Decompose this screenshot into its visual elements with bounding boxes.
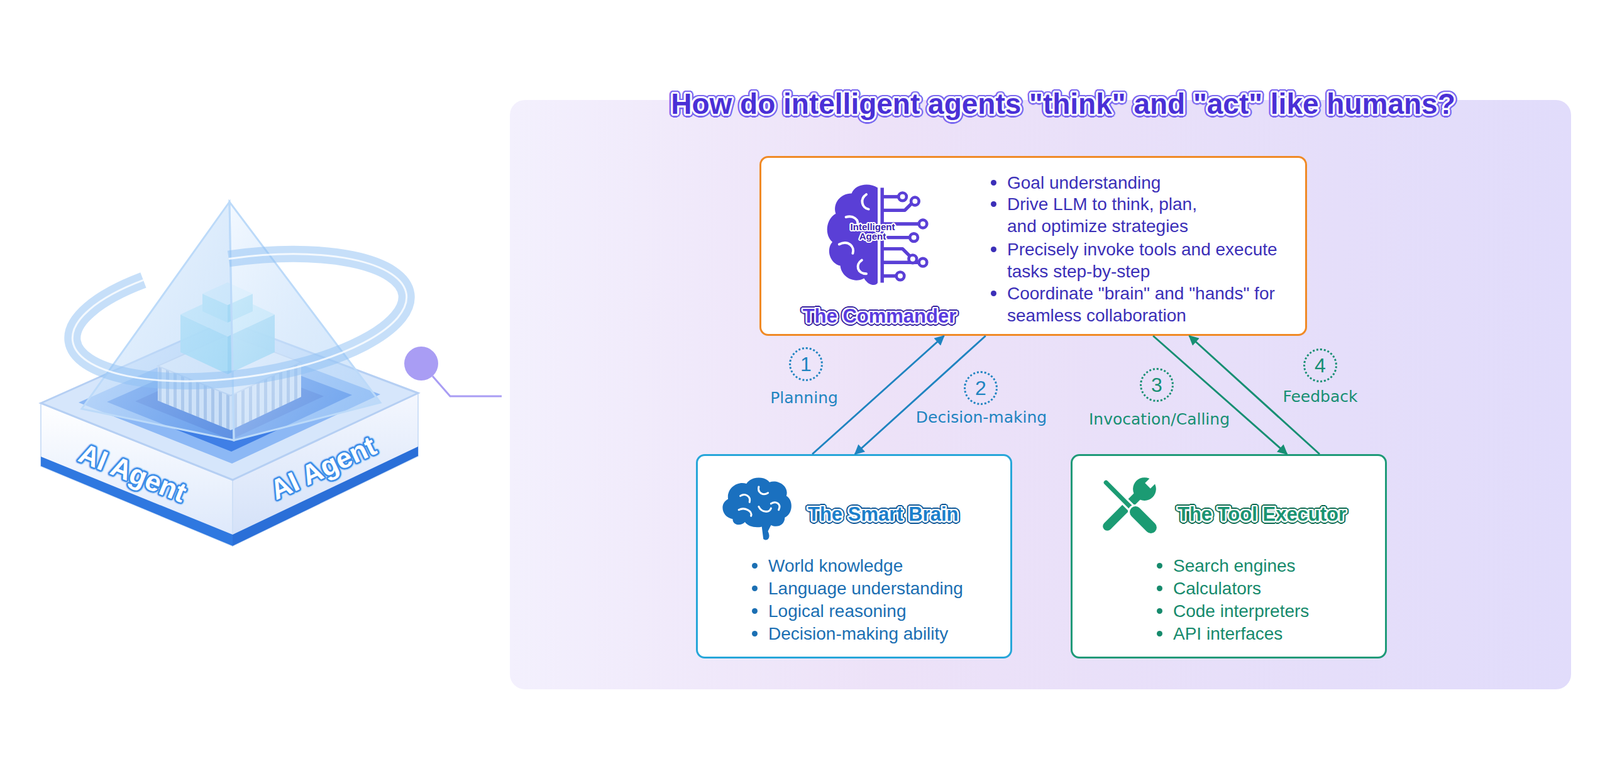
bullet-item: Logical reasoning	[768, 599, 1001, 622]
tool-icon-part	[1105, 482, 1135, 511]
box-heading: The Smart Brain	[807, 501, 959, 527]
smart-brain-icon-part-part	[740, 494, 751, 503]
tool-icon-part	[1107, 495, 1138, 527]
ai-agent-illustration-part	[229, 201, 381, 441]
agent-brain-icon-part-part	[882, 203, 912, 211]
callout-number: 2	[963, 370, 998, 405]
smart-brain-icon-part-part	[758, 506, 772, 512]
agent-brain-icon-part-part	[896, 272, 905, 281]
bullet-item: Drive LLM to think, plan, and optimize s…	[1007, 193, 1218, 238]
bullet-item: World knowledge	[768, 554, 1001, 577]
panel-background	[509, 99, 1572, 690]
agent-brain-icon-part-part	[882, 260, 919, 264]
diagram-title: How do intelligent agents "think" and "a…	[670, 86, 1456, 122]
agent-brain-icon-part-part	[882, 194, 898, 199]
smart-brain-icon-part	[738, 486, 780, 516]
agent-brain-icon-part	[896, 193, 928, 281]
bullet-item: Precisely invoke tools and execute tasks…	[1007, 238, 1303, 283]
bullet-item: API interfaces	[1173, 622, 1375, 645]
bullet-item: Code interpreters	[1173, 599, 1375, 622]
tool-icon-part	[1135, 511, 1151, 527]
base-label: AI Agent	[265, 429, 381, 506]
flow-arrow	[855, 335, 986, 454]
smart-brain-icon-part-part	[758, 486, 768, 495]
box-heading: The Tool Executor	[1177, 501, 1347, 527]
tool-icon-part	[1144, 472, 1162, 489]
callout-number: 1	[788, 347, 823, 381]
agent-brain-icon-part-part	[910, 197, 920, 206]
edge-label: Invocation/Calling	[1088, 409, 1230, 430]
leader-line	[404, 346, 502, 397]
agent-brain-icon-part-part	[882, 235, 910, 239]
tool-icon-part	[1132, 477, 1157, 501]
agent-brain-icon-part-part	[882, 274, 896, 278]
edge-label: Feedback	[1282, 386, 1358, 407]
flow-arrow	[1153, 335, 1287, 454]
ai-agent-illustration	[40, 201, 419, 546]
edge-label: Decision-making	[915, 407, 1047, 428]
smart-brain-icon-part-part	[738, 508, 752, 516]
smart-brain-icon-part	[722, 477, 791, 541]
agent-brain-icon-part-part	[919, 258, 928, 267]
agent-brain-icon-part-part	[861, 194, 869, 209]
smart-brain-icon	[722, 477, 791, 541]
agent-brain-icon-part-part	[882, 248, 910, 256]
bullet-item: Goal understanding	[1007, 171, 1303, 194]
edge-label: Planning	[770, 387, 839, 409]
process-box: The Smart BrainWorld knowledgeLanguage u…	[695, 453, 1013, 659]
box-heading: The Commander	[786, 303, 973, 329]
ai-agent-illustration-part	[64, 235, 415, 401]
leader-line-part	[432, 375, 502, 397]
process-box: The Commander Goal understandingDrive LLM…	[759, 155, 1308, 336]
tool-icon	[1105, 472, 1162, 528]
agent-brain-icon-part-part	[919, 220, 928, 229]
leader-line-part	[404, 346, 439, 381]
agent-brain-icon-part	[882, 187, 919, 283]
tool-icon-part	[1135, 511, 1151, 527]
agent-brain-icon-part-part	[839, 242, 854, 254]
bullet-item: Language understanding	[768, 577, 1001, 600]
base-label: AI Agent	[74, 436, 192, 509]
ai-agent-illustration-part	[81, 201, 234, 441]
agent-brain-icon-part-part	[909, 233, 918, 242]
process-box: The Tool ExecutorSearch enginesCalculato…	[1070, 453, 1387, 659]
agent-brain-icon	[827, 184, 928, 285]
agent-brain-icon-part-part	[858, 260, 867, 275]
bullet-item: Search engines	[1173, 554, 1375, 577]
bullet-item: Calculators	[1173, 577, 1375, 600]
bullet-item: Coordinate "brain" and "hands" for seaml…	[1007, 282, 1303, 327]
tool-icon-part	[1105, 482, 1135, 511]
bullet-item: Decision-making ability	[768, 622, 1001, 645]
callout-number: 4	[1303, 348, 1338, 383]
agent-brain-icon-part-part	[909, 255, 918, 264]
agent-brain-icon-part-part	[898, 193, 907, 202]
callout-number: 3	[1139, 367, 1174, 402]
icon-label: Intelligent Agent	[843, 221, 902, 241]
smart-brain-icon-part-part	[770, 502, 780, 510]
ai-agent-illustration-part	[64, 235, 415, 401]
